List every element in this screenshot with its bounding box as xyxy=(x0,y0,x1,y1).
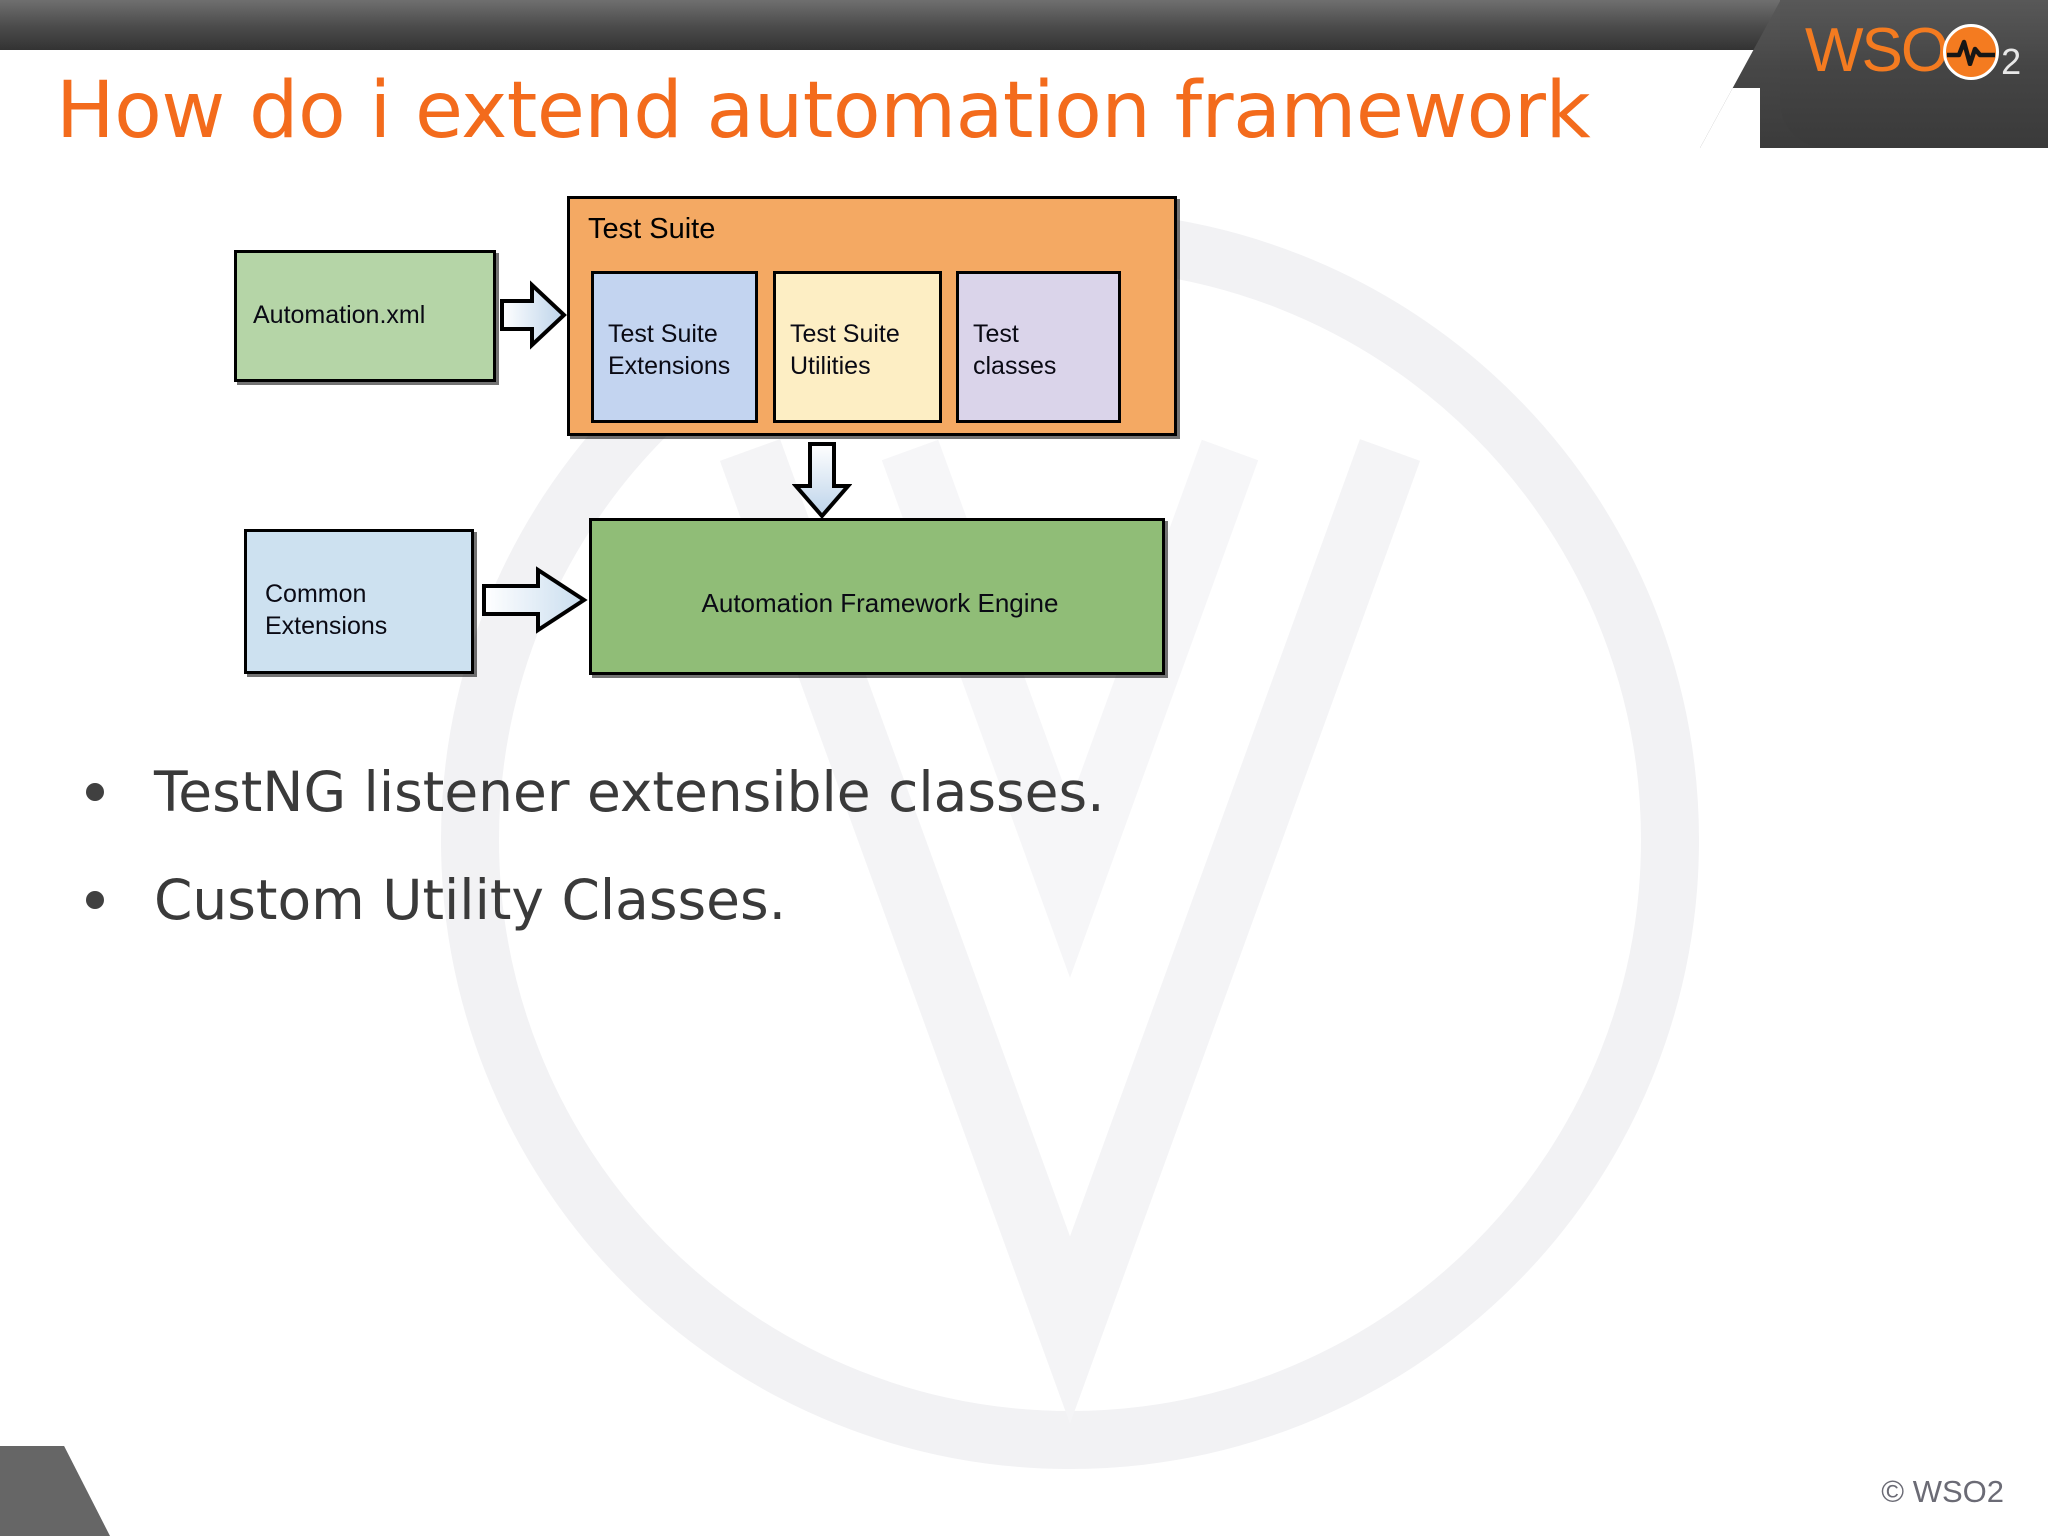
header-band xyxy=(0,0,2048,50)
box-test-classes-label: Test classes xyxy=(973,320,1057,380)
list-item: Custom Utility Classes. xyxy=(86,868,1105,932)
logo-subscript: 2 xyxy=(2001,41,2022,82)
box-test-classes: Test classes xyxy=(956,271,1121,423)
box-automation-framework-engine: Automation Framework Engine xyxy=(589,518,1165,675)
box-test-suite-utilities: Test Suite Utilities xyxy=(773,271,942,423)
wso2-logo: WSO 2 xyxy=(1805,20,2021,82)
bullet-text: Custom Utility Classes. xyxy=(154,868,787,932)
list-item: TestNG listener extensible classes. xyxy=(86,760,1105,824)
box-common-extensions: Common Extensions xyxy=(244,529,474,674)
header-logo-tab xyxy=(1780,0,2048,148)
arrow-automation-to-suite-icon xyxy=(500,280,567,350)
box-test-suite-extensions-label: Test Suite Extensions xyxy=(608,320,731,380)
bullet-text: TestNG listener extensible classes. xyxy=(154,760,1105,824)
arrow-common-to-engine-icon xyxy=(482,566,588,634)
page-title: How do i extend automation framework xyxy=(56,66,1591,156)
box-automation-xml: Automation.xml xyxy=(234,250,496,382)
box-automation-xml-label: Automation.xml xyxy=(253,301,426,329)
logo-wordmark: WSO xyxy=(1805,16,1949,85)
bullet-dot-icon xyxy=(86,891,104,909)
box-common-extensions-label: Common Extensions xyxy=(265,580,388,640)
copyright-text: © WSO2 xyxy=(1881,1474,2004,1509)
box-automation-framework-engine-label: Automation Framework Engine xyxy=(701,588,1059,618)
bullet-dot-icon xyxy=(86,783,104,801)
arrow-suite-to-engine-icon xyxy=(792,442,852,520)
box-test-suite-extensions: Test Suite Extensions xyxy=(591,271,758,423)
box-test-suite-utilities-label: Test Suite Utilities xyxy=(790,320,900,380)
bullet-list: TestNG listener extensible classes. Cust… xyxy=(86,760,1105,976)
wso2-pulse-icon xyxy=(1943,24,2000,80)
box-test-suite: Test Suite Test Suite Extensions Test Su… xyxy=(567,196,1177,436)
box-test-suite-title: Test Suite xyxy=(588,213,716,245)
